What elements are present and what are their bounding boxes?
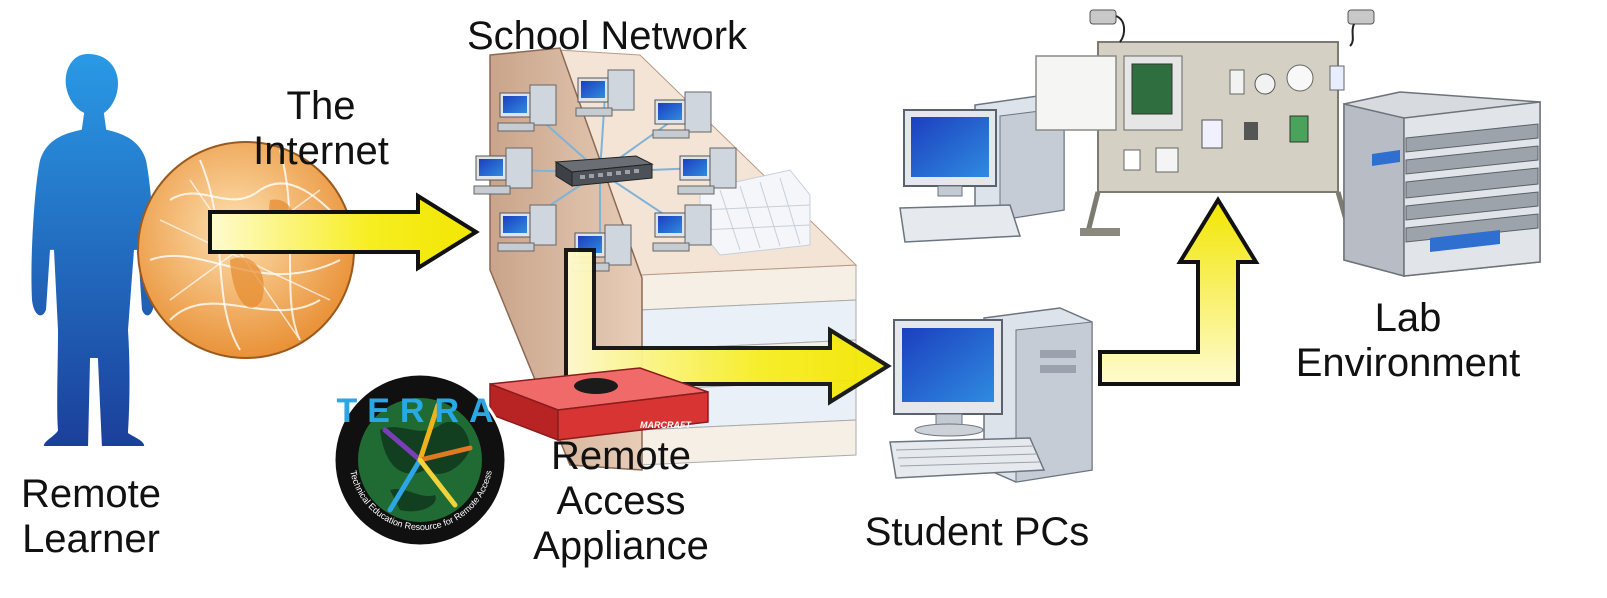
lab-pc-icon	[899, 95, 1065, 243]
internet-label-line1: The	[286, 84, 356, 128]
school-network-label: School Network	[466, 14, 748, 58]
student-pcs-label: Student PCs	[864, 510, 1090, 554]
remote-learner-label-line2: Learner	[22, 516, 160, 561]
arrow-student-pcs-to-lab	[1098, 196, 1260, 386]
network-switch-icon	[554, 155, 654, 187]
server-rack-icon	[1343, 91, 1541, 277]
appliance-label-line2: Access	[556, 478, 686, 523]
internet-label: The Internet	[236, 84, 406, 174]
lab-environment-label-line1: Lab	[1374, 296, 1442, 340]
lab-environment-label-line2: Environment	[1295, 340, 1521, 385]
terra-logo-title: TERRA	[336, 392, 503, 430]
remote-learner-figure	[27, 49, 159, 450]
appliance-label-line3: Appliance	[533, 523, 709, 568]
remote-access-appliance-label: Remote Access Appliance	[506, 434, 736, 568]
student-pc-icon	[889, 307, 1093, 483]
appliance-label-line1: Remote	[550, 434, 692, 478]
lab-environment-label: Lab Environment	[1272, 296, 1544, 386]
arrow-internet-to-network	[208, 192, 480, 272]
lab-trainer-panel	[1035, 9, 1375, 236]
appliance-brand-label: MARCRAFT	[640, 420, 692, 430]
internet-label-line2: Internet	[253, 128, 389, 173]
remote-learner-label-line1: Remote	[20, 472, 162, 516]
terra-logo: TERRA Technical Education Resource for R…	[332, 372, 508, 548]
remote-access-appliance-device: MARCRAFT	[489, 367, 709, 442]
arrow-appliance-to-student-pcs	[564, 248, 892, 406]
remote-learner-label: Remote Learner	[6, 472, 176, 562]
